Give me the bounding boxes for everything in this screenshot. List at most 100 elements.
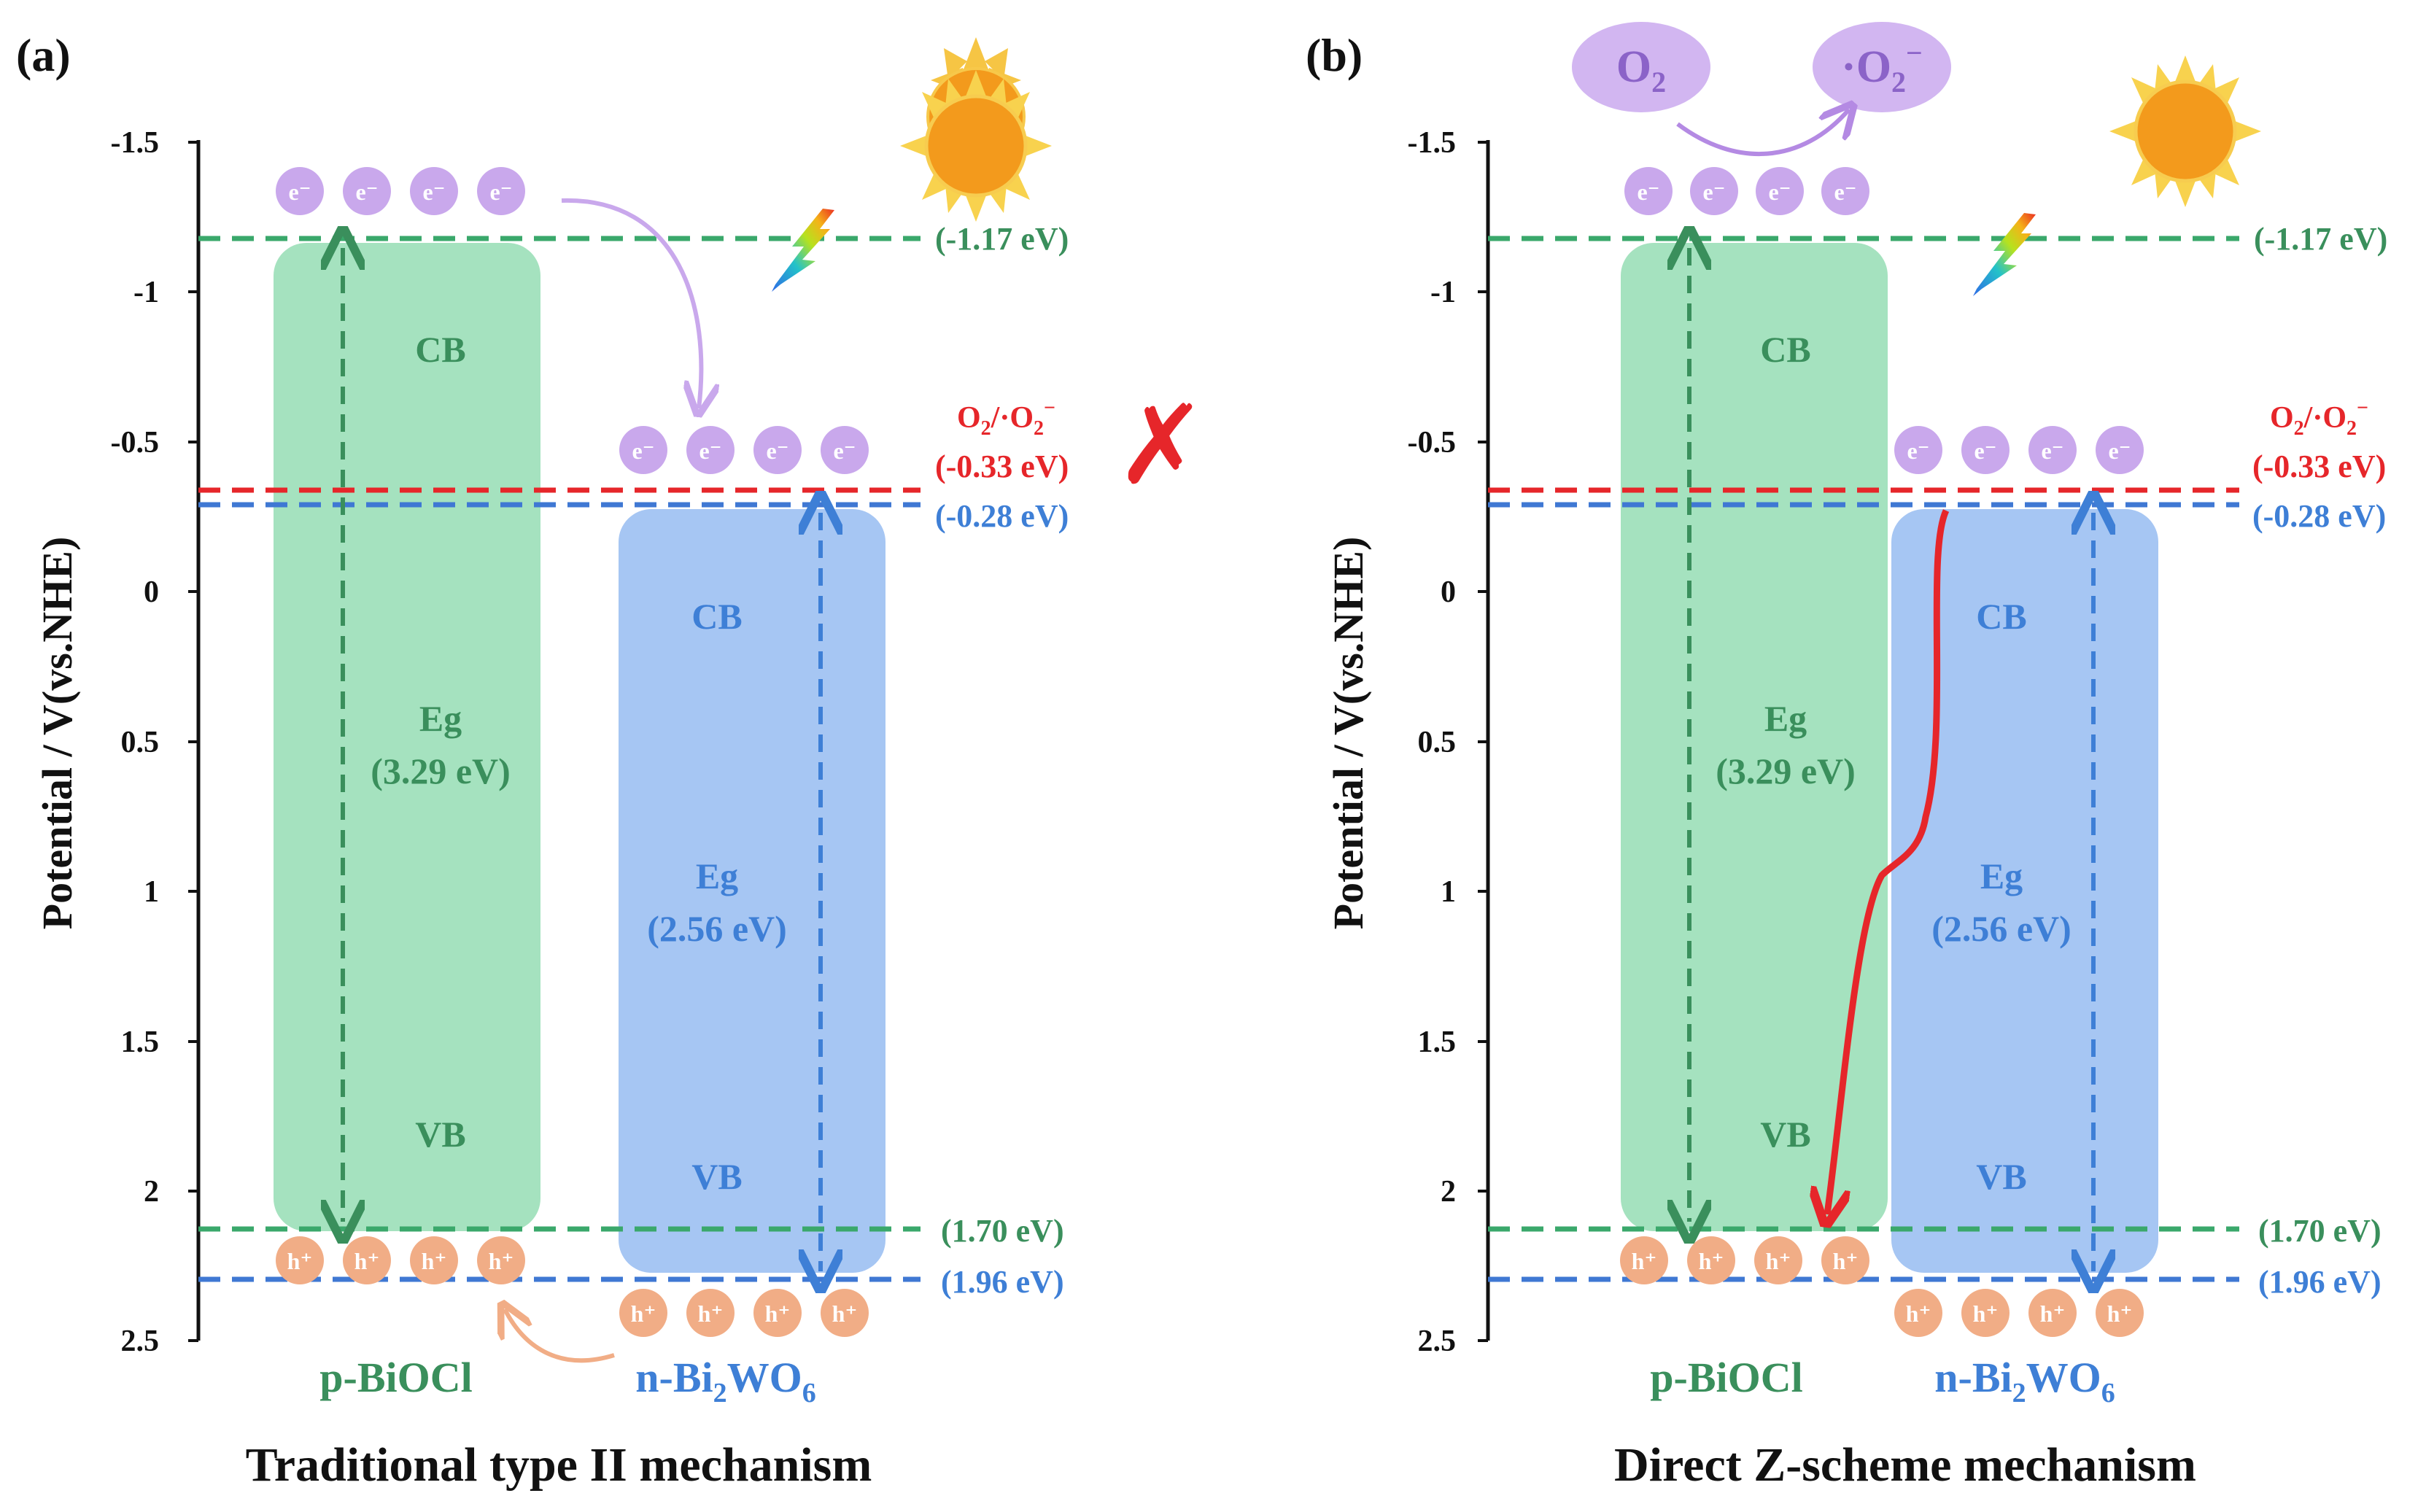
hole-label: h⁺ <box>1632 1248 1657 1274</box>
bioc-band <box>274 243 540 1231</box>
electron-label: e⁻ <box>1768 179 1791 205</box>
tick-label: 2 <box>1441 1175 1456 1209</box>
electron <box>1821 167 1869 215</box>
hole <box>821 1289 869 1337</box>
electron-label: e⁻ <box>288 179 311 205</box>
hole-label: h⁺ <box>1973 1300 1999 1327</box>
y-axis: -1.5 -1 -0.5 0 0.5 1 1.5 2 2.5 Potential… <box>34 126 201 1358</box>
blocked-cross-icon: ✗ <box>1115 382 1207 509</box>
electron <box>619 426 667 474</box>
bwo-holes: h⁺ h⁺ h⁺ h⁺ <box>619 1289 869 1337</box>
hole <box>1894 1289 1942 1337</box>
electron-transfer-arrow <box>561 198 701 408</box>
electron <box>1624 167 1673 215</box>
hole-label: h⁺ <box>631 1300 656 1327</box>
superoxide-bubble <box>1813 22 1951 112</box>
tick-label: 1 <box>144 875 159 909</box>
sun-icon <box>2109 55 2261 207</box>
electron <box>276 167 324 215</box>
hole <box>1961 1289 2010 1337</box>
hole-label: h⁺ <box>698 1300 724 1327</box>
hole <box>477 1236 525 1284</box>
tick-label: 0.5 <box>1418 726 1457 759</box>
bioc-eg-title: Eg <box>1764 698 1807 739</box>
bioc-band <box>1621 243 1888 1231</box>
bioc-electrons: e⁻ e⁻ e⁻ e⁻ <box>1624 167 1869 215</box>
electron <box>2096 426 2144 474</box>
panel-title: Direct Z-scheme mechanism <box>1614 1438 2196 1492</box>
bwo-label: n-Bi2WO6 <box>635 1354 816 1408</box>
bwo-vb-level-label: (1.96 eV) <box>941 1264 1064 1300</box>
tick-label: -1 <box>133 276 159 309</box>
hole-transfer-arrow <box>505 1309 615 1363</box>
hole-label: h⁺ <box>832 1300 858 1327</box>
bioc-electrons: e⁻ e⁻ e⁻ e⁻ <box>276 167 525 215</box>
light-bolt-icon <box>772 209 834 292</box>
sun-rays-icon <box>900 70 1052 222</box>
bioc-vb-label: VB <box>1760 1114 1810 1155</box>
tick-label: -1.5 <box>111 126 160 160</box>
panel-letter: (b) <box>1306 29 1363 81</box>
y-axis-label: Potential / V(vs.NHE) <box>1325 537 1372 930</box>
bwo-cb-label: CB <box>1976 596 2026 637</box>
tick-label: -0.5 <box>111 426 160 460</box>
bioc-vb-level-label: (1.70 eV) <box>2258 1213 2382 1249</box>
tick-label: 2.5 <box>121 1325 160 1358</box>
bioc-vb-label: VB <box>415 1114 465 1155</box>
tick-label: 0 <box>1441 575 1456 609</box>
tick-label: 0 <box>144 575 159 609</box>
bwo-eg-value: (2.56 eV) <box>1931 908 2072 949</box>
hole <box>1754 1236 1802 1284</box>
electron-label: e⁻ <box>699 438 721 464</box>
bioc-cb-label: CB <box>415 329 465 370</box>
hole <box>619 1289 667 1337</box>
bwo-eg-value: (2.56 eV) <box>647 908 787 949</box>
hole <box>2028 1289 2077 1337</box>
light-bolt-icon <box>1973 213 2036 296</box>
hole-label: h⁺ <box>287 1248 313 1274</box>
o2-redox-level-label: (-0.33 eV) <box>2252 449 2386 484</box>
bioc-label: p-BiOCl <box>1650 1354 1803 1401</box>
bwo-vb-label: VB <box>691 1156 742 1197</box>
bwo-cb-level-label: (-0.28 eV) <box>935 498 1069 534</box>
hole <box>343 1236 391 1284</box>
electron-label: e⁻ <box>355 179 378 205</box>
hole-label: h⁺ <box>1766 1248 1791 1274</box>
electron <box>2028 426 2077 474</box>
bwo-electrons: e⁻ e⁻ e⁻ e⁻ <box>1894 426 2144 474</box>
electron-label: e⁻ <box>1907 438 1929 464</box>
electron <box>686 426 735 474</box>
electron-label: e⁻ <box>1834 179 1856 205</box>
bioc-eg-value: (3.29 eV) <box>1716 751 1856 791</box>
bwo-label: n-Bi2WO6 <box>1934 1354 2115 1408</box>
bioc-holes: h⁺ h⁺ h⁺ h⁺ <box>1620 1236 1869 1284</box>
tick-label: -1.5 <box>1408 126 1457 160</box>
o2-redox-level-label: (-0.33 eV) <box>935 449 1069 484</box>
electron <box>477 167 525 215</box>
electron-label: e⁻ <box>632 438 654 464</box>
bioc-eg-value: (3.29 eV) <box>371 751 511 791</box>
o2-bubble <box>1572 22 1710 112</box>
bwo-vb-label: VB <box>1976 1156 2026 1197</box>
electron-label: e⁻ <box>1702 179 1725 205</box>
o2-couple-label: O2/·O2− <box>957 397 1055 440</box>
electron-label: e⁻ <box>2108 438 2131 464</box>
hole-label: h⁺ <box>765 1300 791 1327</box>
electron-label: e⁻ <box>833 438 856 464</box>
bioc-cb-label: CB <box>1760 329 1810 370</box>
panel-b: (b) -1.5 -1 -0.5 0 0.5 1 1.5 2 2.5 Poten… <box>1306 22 2387 1492</box>
bioc-label: p-BiOCl <box>319 1354 473 1401</box>
tick-label: -0.5 <box>1408 426 1457 460</box>
bwo-cb-level-label: (-0.28 eV) <box>2252 498 2386 534</box>
electron <box>1690 167 1738 215</box>
z-scheme-transfer-arrow <box>1827 509 1950 1214</box>
electron-label: e⁻ <box>489 179 512 205</box>
bwo-eg-title: Eg <box>696 856 738 896</box>
hole <box>1620 1236 1668 1284</box>
electron <box>1961 426 2010 474</box>
hole-label: h⁺ <box>2107 1300 2133 1327</box>
bwo-holes: h⁺ h⁺ h⁺ h⁺ <box>1894 1289 2144 1337</box>
tick-label: -1 <box>1430 276 1456 309</box>
hole-label: h⁺ <box>1833 1248 1859 1274</box>
